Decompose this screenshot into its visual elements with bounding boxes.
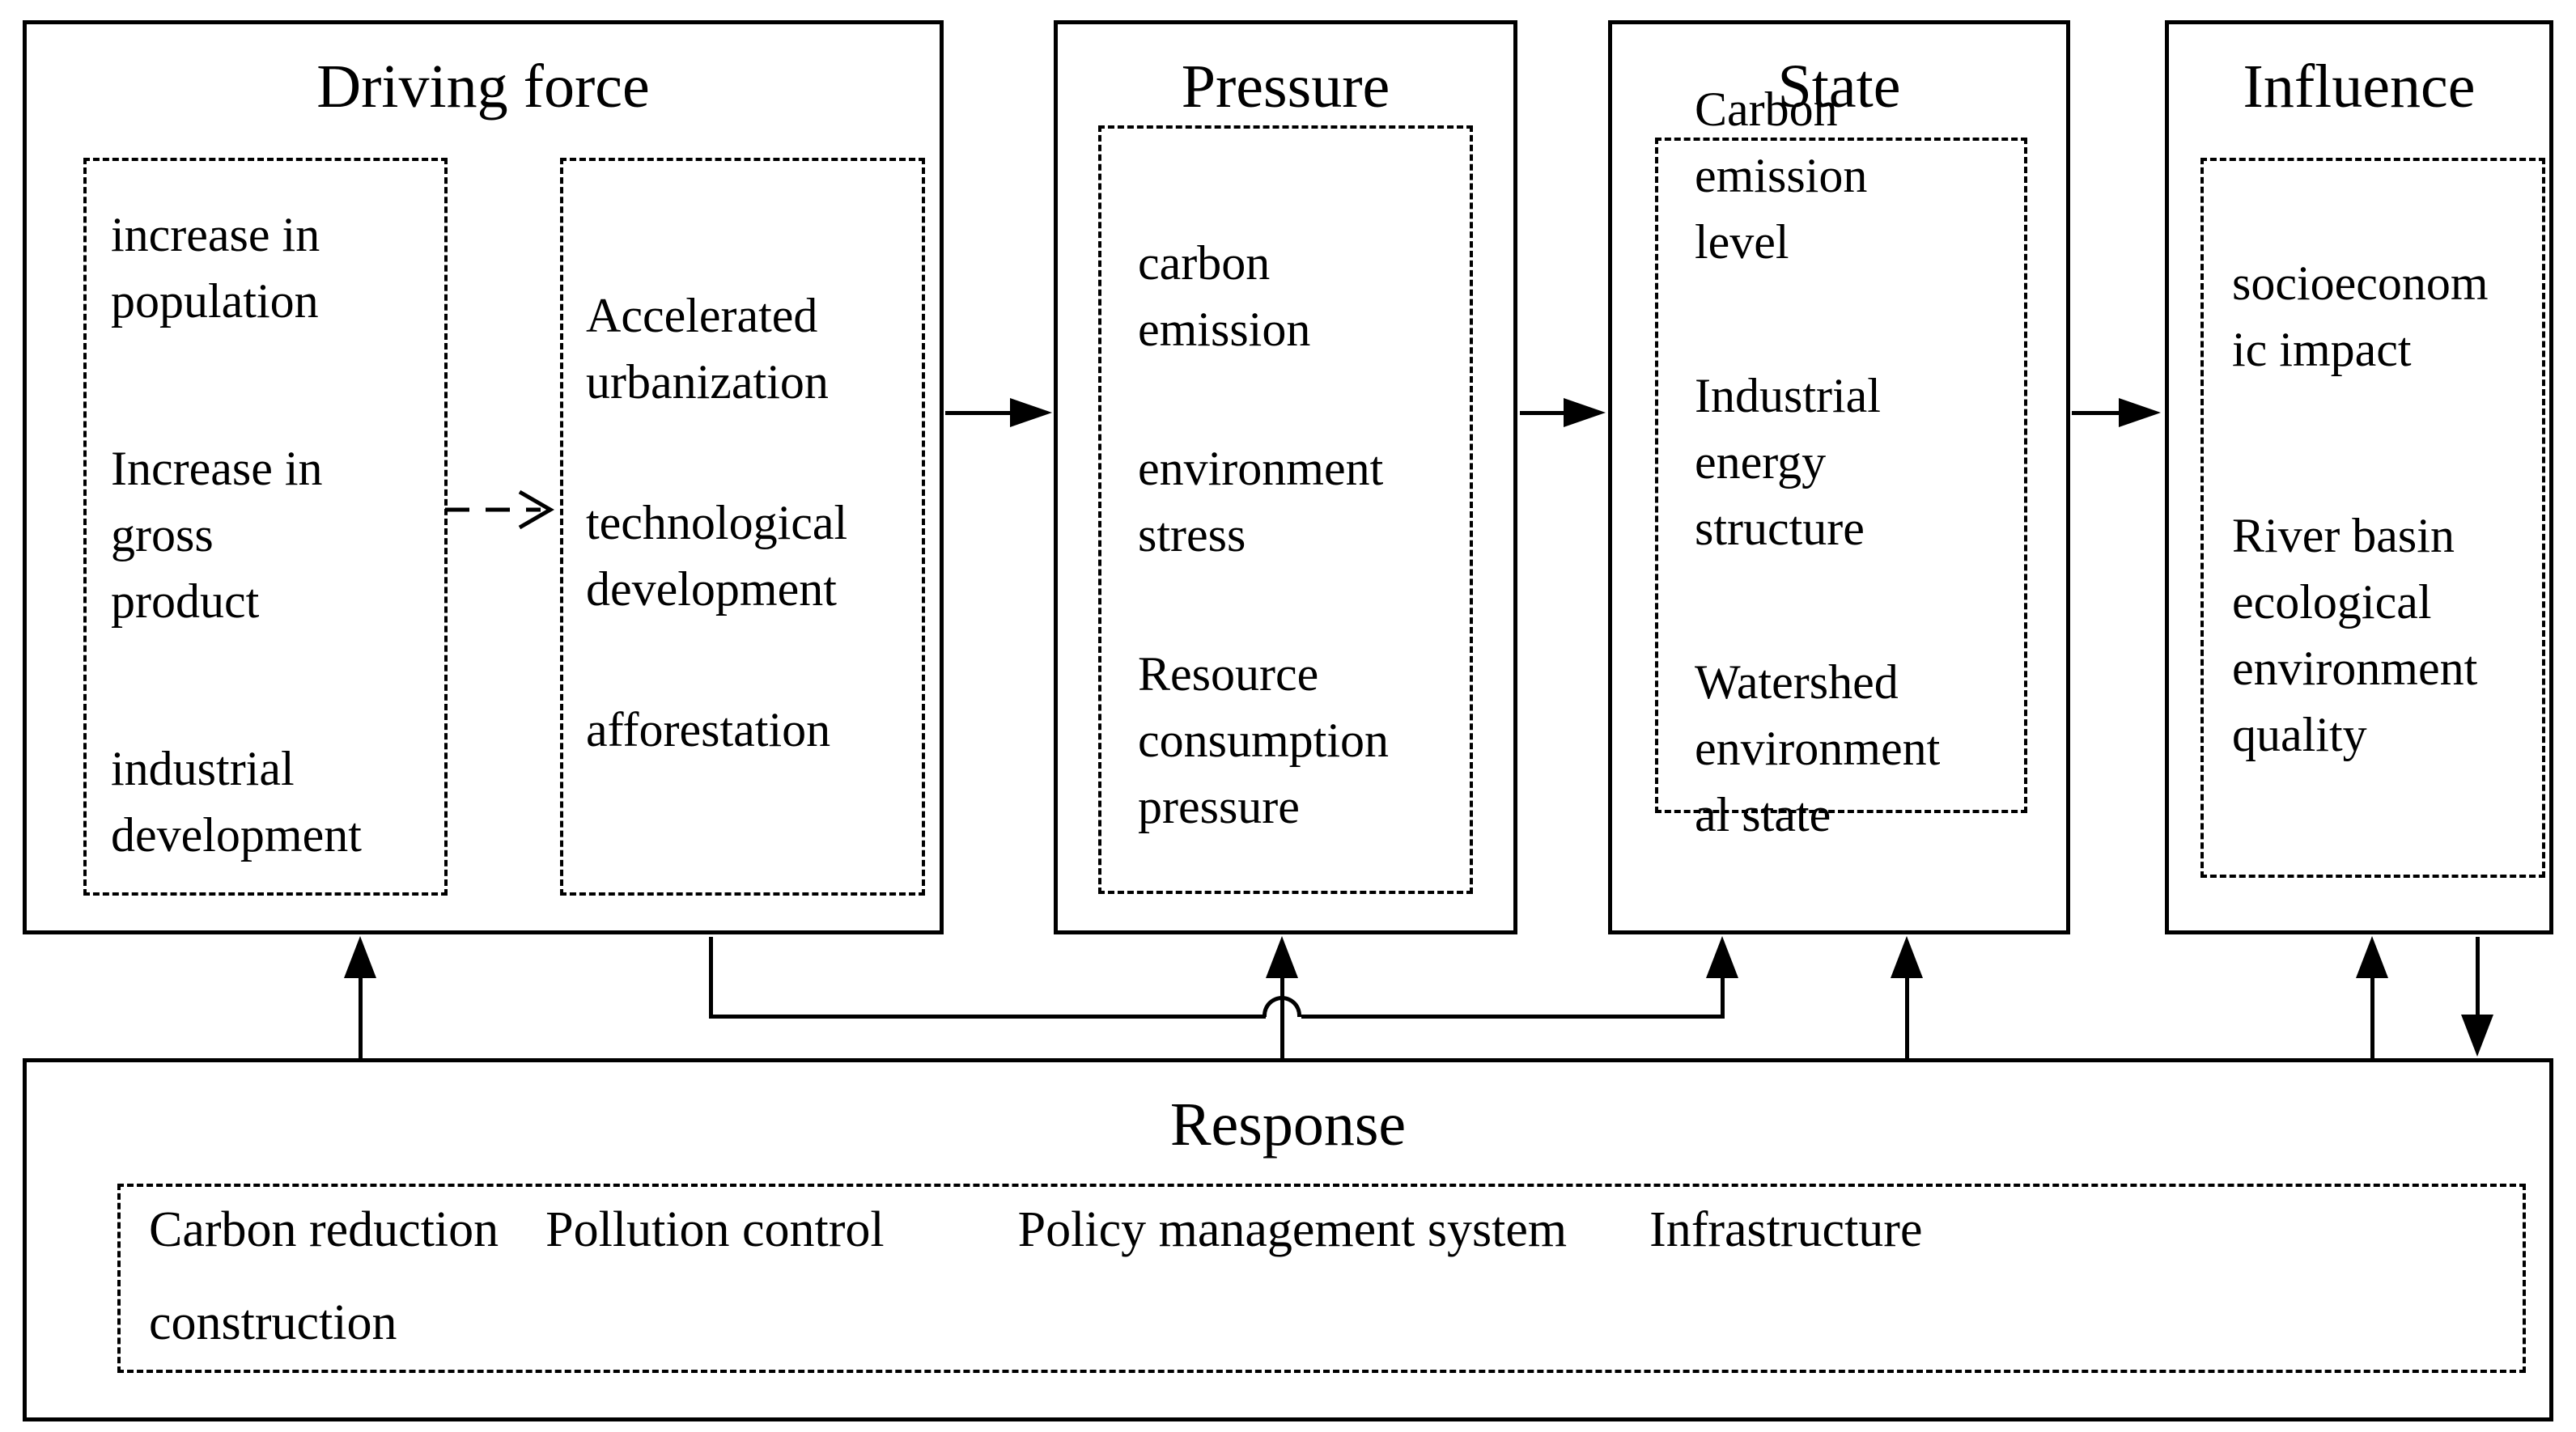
- diagram-text-item: socioeconom ic impact: [2232, 256, 2489, 376]
- line-jump-arc: [1263, 996, 1301, 1017]
- arrow-line: [1905, 974, 1909, 1058]
- connector-horizontal-segment-left: [709, 1015, 1266, 1019]
- diagram-text-item: Accelerated urbanization: [586, 289, 829, 409]
- arrow-line: [2476, 937, 2480, 1016]
- arrow-line: [945, 411, 1013, 415]
- state-title: State: [1777, 53, 1901, 121]
- diagram-text-item: environment stress: [1138, 442, 1384, 561]
- diagram-text-item: Carbon reduction: [149, 1202, 499, 1257]
- pressure-title: Pressure: [1181, 53, 1390, 121]
- response-box: Response Carbon reduction Pollution contr…: [23, 1058, 2553, 1421]
- response-measures-line1: Carbon reduction Pollution control Policy …: [149, 1201, 2523, 1258]
- diagram-text-item: technological development: [586, 496, 848, 616]
- arrow-line: [1520, 411, 1565, 415]
- arrowhead-up-icon: [344, 936, 376, 978]
- diagram-text-item: Watershed environment al state: [1695, 655, 1941, 841]
- diagram-text-item: Industrial energy structure: [1695, 369, 1881, 555]
- arrowhead-down-icon: [2461, 1015, 2493, 1057]
- arrowhead-right-icon: [1010, 398, 1052, 427]
- diagram-text-item: Policy management system: [1017, 1202, 1568, 1257]
- diagram-text-item: Resource consumption pressure: [1138, 647, 1389, 833]
- driving-force-title: Driving force: [316, 53, 650, 121]
- diagram-text-item: Carbon emission level: [1695, 83, 1868, 269]
- arrow-line: [2370, 974, 2374, 1058]
- arrowhead-up-icon: [2356, 936, 2388, 978]
- arrowhead-up-icon: [1706, 936, 1738, 978]
- pressure-box: Pressure carbon emission environment stre…: [1054, 20, 1517, 934]
- diagram-text-item: Increase in gross product: [111, 442, 323, 628]
- arrowhead-right-icon: [2119, 398, 2161, 427]
- connector-up-segment: [1721, 975, 1725, 1019]
- arrowhead-up-icon: [1891, 936, 1923, 978]
- arrow-line: [2072, 411, 2120, 415]
- response-title: Response: [1169, 1091, 1407, 1159]
- connector-horizontal-segment-right: [1301, 1015, 1722, 1019]
- response-measures-line2: construction: [149, 1295, 397, 1350]
- driving-force-subbox-development: Accelerated urbanization technological de…: [560, 158, 925, 896]
- arrow-line: [359, 974, 363, 1058]
- diagram-text-item: increase in population: [111, 208, 320, 328]
- influence-title: Influence: [2243, 53, 2476, 121]
- arrowhead-up-icon: [1266, 936, 1298, 978]
- connector-down-segment: [709, 937, 713, 1018]
- dashed-arrow-group1-to-group2: [445, 489, 554, 530]
- arrowhead-right-icon: [1564, 398, 1606, 427]
- response-subbox: Carbon reduction Pollution control Policy …: [117, 1184, 2526, 1373]
- diagram-text-item: afforestation: [586, 703, 831, 756]
- diagram-text-item: industrial development: [111, 742, 362, 862]
- diagram-text-item: carbon emission: [1138, 236, 1311, 356]
- diagram-text-item: River basin ecological environment quali…: [2232, 509, 2478, 761]
- diagram-text-item: Pollution control: [545, 1202, 885, 1257]
- driving-force-group2-items: Accelerated urbanization technological de…: [563, 161, 922, 763]
- diagram-text-item: Infrastructure: [1649, 1202, 1923, 1257]
